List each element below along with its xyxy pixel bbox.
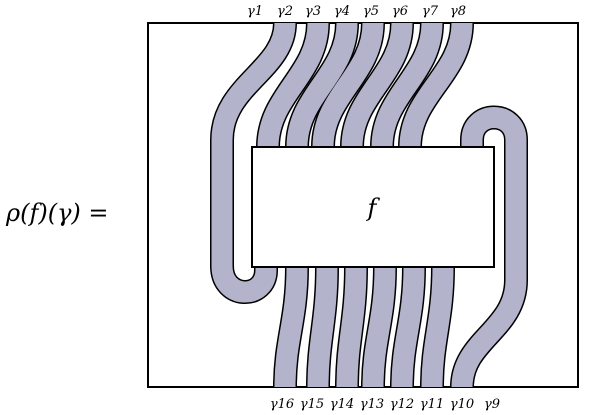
top-lbl-5: γ5 <box>363 4 379 19</box>
strand-gamma10 <box>421 266 454 388</box>
bot-lbl-8: γ9 <box>484 397 500 412</box>
bot-lbl-1: γ16 <box>270 397 294 412</box>
top-lbl-1: γ1 <box>247 4 263 19</box>
strand-gamma6 <box>371 22 443 148</box>
strand-gamma12 <box>362 266 396 388</box>
strand-gamma8-gamma9 <box>451 107 527 388</box>
strand-gamma14 <box>307 266 338 388</box>
strand-gamma11 <box>391 266 425 388</box>
strand-gamma5 <box>341 22 413 148</box>
strand-gamma15 <box>274 266 308 388</box>
strand-fills <box>211 22 527 388</box>
bottom-labels: γ16 γ15 γ14 γ13 γ12 γ11 γ10 γ9 <box>270 397 500 412</box>
bot-lbl-6: γ11 <box>420 397 444 412</box>
top-lbl-8: γ8 <box>450 4 466 19</box>
strand-gamma7 <box>399 22 473 148</box>
bot-lbl-2: γ15 <box>300 397 324 412</box>
top-lbl-4: γ4 <box>334 4 350 19</box>
strand-gamma13 <box>336 266 367 388</box>
bot-lbl-3: γ14 <box>330 397 354 412</box>
strand-gamma3 <box>286 22 358 148</box>
bot-lbl-4: γ13 <box>360 397 384 412</box>
top-lbl-6: γ6 <box>392 4 408 19</box>
strand-gamma4 <box>312 22 384 148</box>
top-lbl-7: γ7 <box>422 4 439 19</box>
strand-gamma1-gamma16 <box>211 22 296 303</box>
lhs-expression: ρ(f)(γ) = <box>5 199 109 227</box>
top-labels: γ1 γ2 γ3 γ4 γ5 γ6 γ7 γ8 <box>247 4 466 19</box>
strand-gamma2 <box>257 22 329 148</box>
top-lbl-2: γ2 <box>277 4 293 19</box>
bot-lbl-7: γ10 <box>450 397 474 412</box>
morphism-box <box>251 146 495 268</box>
bot-lbl-5: γ12 <box>390 397 414 412</box>
top-lbl-3: γ3 <box>305 4 321 19</box>
